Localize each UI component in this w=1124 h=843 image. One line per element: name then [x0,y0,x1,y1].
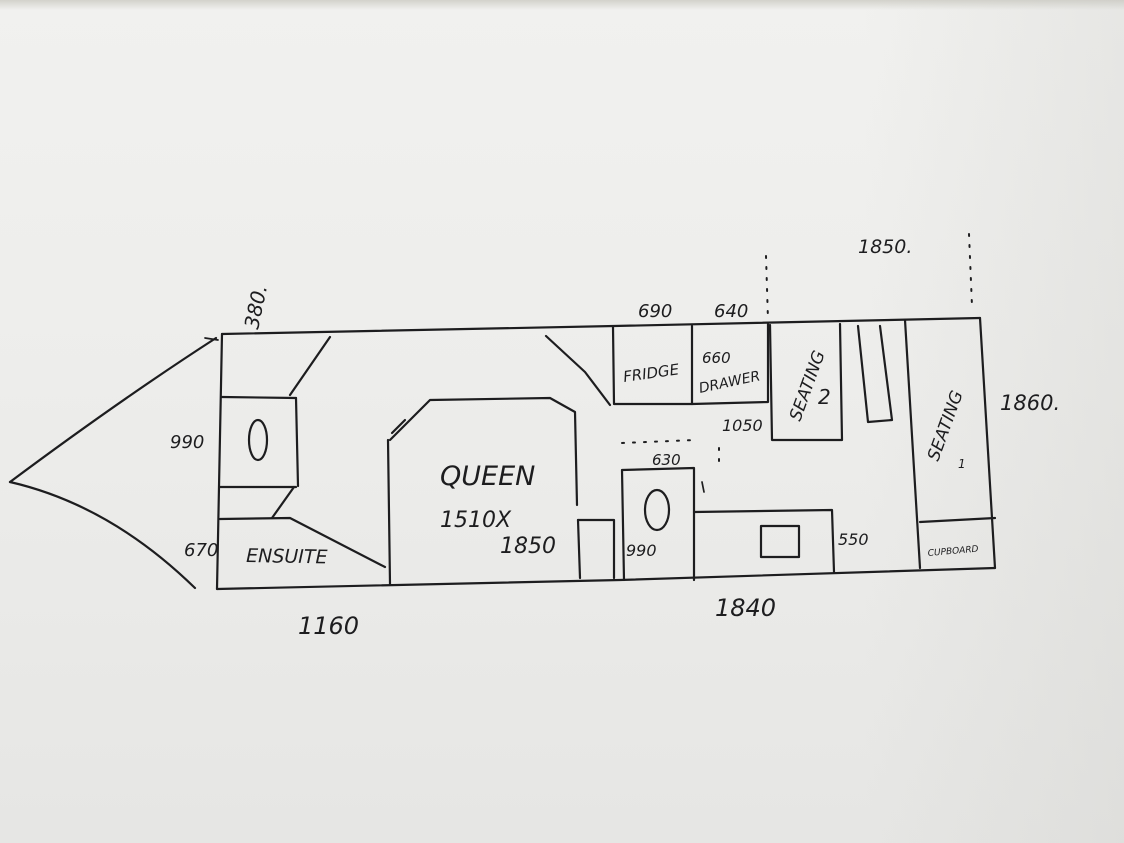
dim-fridge-width: 690 [638,301,672,322]
tow-hitch-upper [8,336,218,484]
drawer-box [690,322,770,406]
ensuite-shelf-top [220,395,298,400]
fridge-box [611,324,694,406]
sink-square [759,524,801,559]
paper-shadow [864,0,1124,843]
rear-partition [903,318,922,570]
guide-dots-left [765,255,769,321]
label-drawer-number: 660 [702,349,731,367]
dim-seating-depth: 1050 [722,416,763,435]
dim-overall-height: 1860. [1000,391,1060,415]
seating-2-box [768,322,844,442]
bedside-cabinet [576,518,616,580]
cabinet-box [620,466,696,582]
dim-drawer-width: 640 [714,301,748,322]
outer-wall-right [978,316,997,570]
ensuite-shelf-side [294,396,300,488]
label-ensuite: ENSUITE [246,545,328,568]
table-rect [856,324,894,424]
outer-wall-bottom [215,566,997,591]
dim-front-width: 1160 [298,612,359,640]
dim-ensuite-lower: 670 [184,540,218,561]
cupboard-top [918,516,997,524]
cabinet-top-dots [621,439,696,444]
bed-corner [390,418,407,435]
label-queen: QUEEN [440,461,535,492]
label-cupboard: CUPBOARD [927,545,979,559]
bedroom-door-swing [544,334,612,407]
label-seating-2-number: 2 [818,385,831,409]
tow-hitch-tip [204,337,219,341]
outer-wall-top [220,316,982,336]
ensuite-door-swing [288,335,332,397]
ensuite-lower-diagonal [270,485,296,520]
ensuite-wall [386,438,392,586]
guide-dots-right [968,233,973,307]
label-fridge: FRIDGE [622,360,681,386]
bedside-cabinet-left [576,518,582,580]
dim-bench-depth: 550 [838,530,869,549]
cabinet-mark [701,481,705,493]
label-drawer: DRAWER [698,368,762,397]
dim-top-left: 380. [239,282,272,331]
dim-cabinet-width: 630 [652,451,681,469]
label-bed-size-1: 1510X [440,508,512,533]
paper-top-edge [0,0,1124,10]
label-seating-1: SEATING [924,388,968,464]
label-seating-1-number: 1 [958,457,966,471]
dim-main-width: 1840 [715,594,776,622]
dim-top-right: 1850. [858,236,912,258]
outer-wall-left [215,332,224,591]
label-bed-size-2: 1850 [500,534,556,559]
dim-ensuite-upper: 990 [170,432,204,453]
kitchen-bench [692,508,836,574]
bed-outline [388,396,579,507]
basin-symbol [643,488,671,532]
toilet-symbol [247,418,269,462]
tow-hitch-lower [8,480,197,590]
dim-cabinet-depth: 990 [626,541,657,560]
ensuite-partition [218,516,387,569]
